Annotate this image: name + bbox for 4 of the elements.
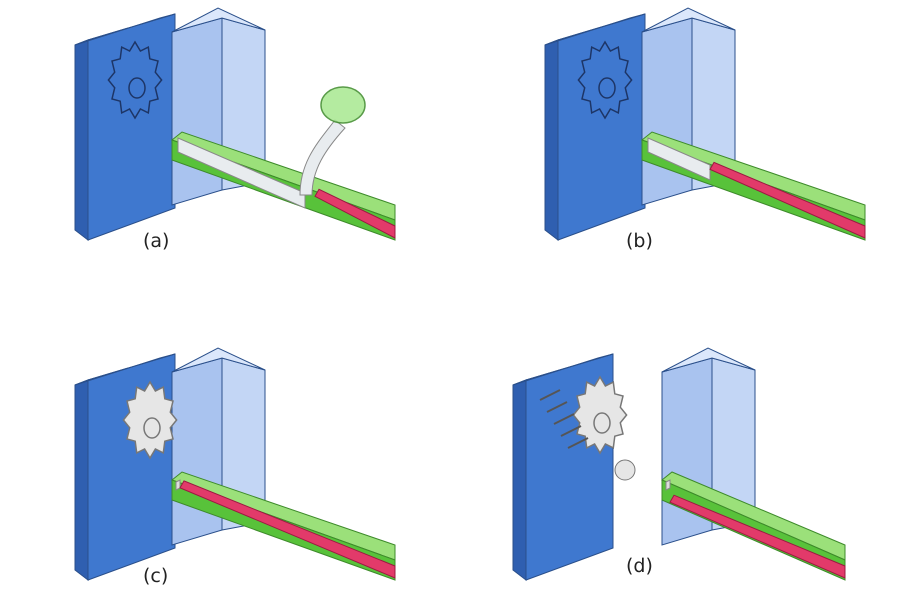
panel-label: (a) bbox=[143, 230, 170, 252]
panel-label: (d) bbox=[626, 555, 653, 577]
panel-label: (c) bbox=[143, 565, 168, 587]
panel-label: (b) bbox=[626, 230, 653, 252]
